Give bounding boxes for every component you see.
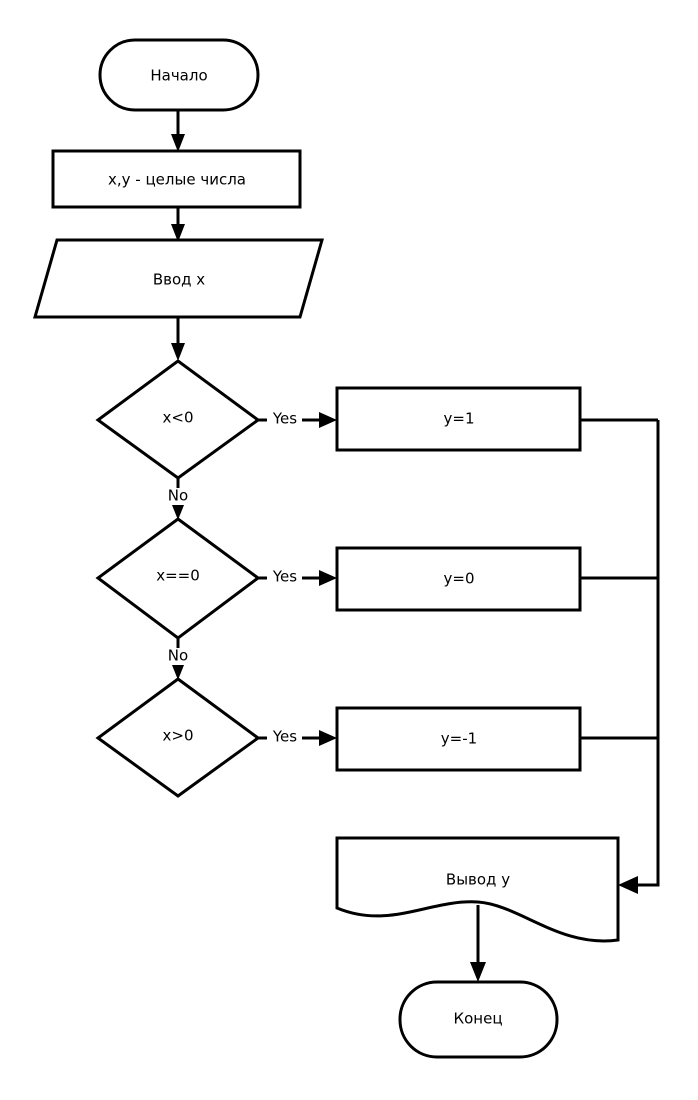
node-output-y-label: Вывод y [446,871,510,889]
node-decision-eq[interactable]: x==0 [95,517,261,640]
edge-decision-gt-yes [258,730,337,746]
node-declare[interactable]: x,y - целые числа [51,149,302,209]
node-assign-pos-label: y=1 [444,410,475,428]
node-assign-neg[interactable]: y=-1 [335,706,582,772]
node-assign-pos[interactable]: y=1 [335,386,582,452]
node-decision-lt[interactable]: x<0 [95,359,261,480]
node-declare-label: x,y - целые числа [108,171,246,189]
edge-output-to-end [470,905,486,982]
node-input-x[interactable]: Ввод x [33,238,324,319]
node-decision-eq-label: x==0 [156,567,200,585]
edge-label-no-eq: No [168,647,188,665]
node-start-label: Начало [150,67,207,85]
edge-label-yes-gt: Yes [272,728,297,746]
node-output-y[interactable]: Вывод y [335,836,620,943]
edge-input-to-decision-lt [171,317,185,361]
edge-label-no-lt: No [168,487,188,505]
edge-label-yes-eq: Yes [272,568,297,586]
node-end[interactable]: Конец [398,980,559,1059]
node-decision-gt[interactable]: x>0 [95,677,261,798]
edge-decision-eq-yes [258,570,337,586]
node-end-label: Конец [453,1010,502,1028]
node-start[interactable]: Начало [98,38,260,112]
edge-start-to-declare [171,110,185,152]
node-assign-zero-label: y=0 [444,570,475,588]
node-input-x-label: Ввод x [153,271,205,289]
edge-decision-lt-yes [258,412,337,428]
node-decision-gt-label: x>0 [163,727,194,745]
node-assign-neg-label: y=-1 [441,730,477,748]
edge-declare-to-input [171,207,185,242]
node-assign-zero[interactable]: y=0 [335,546,582,612]
edge-label-yes-lt: Yes [272,410,297,428]
node-decision-lt-label: x<0 [163,409,194,427]
edge-bus-to-output [618,420,660,894]
